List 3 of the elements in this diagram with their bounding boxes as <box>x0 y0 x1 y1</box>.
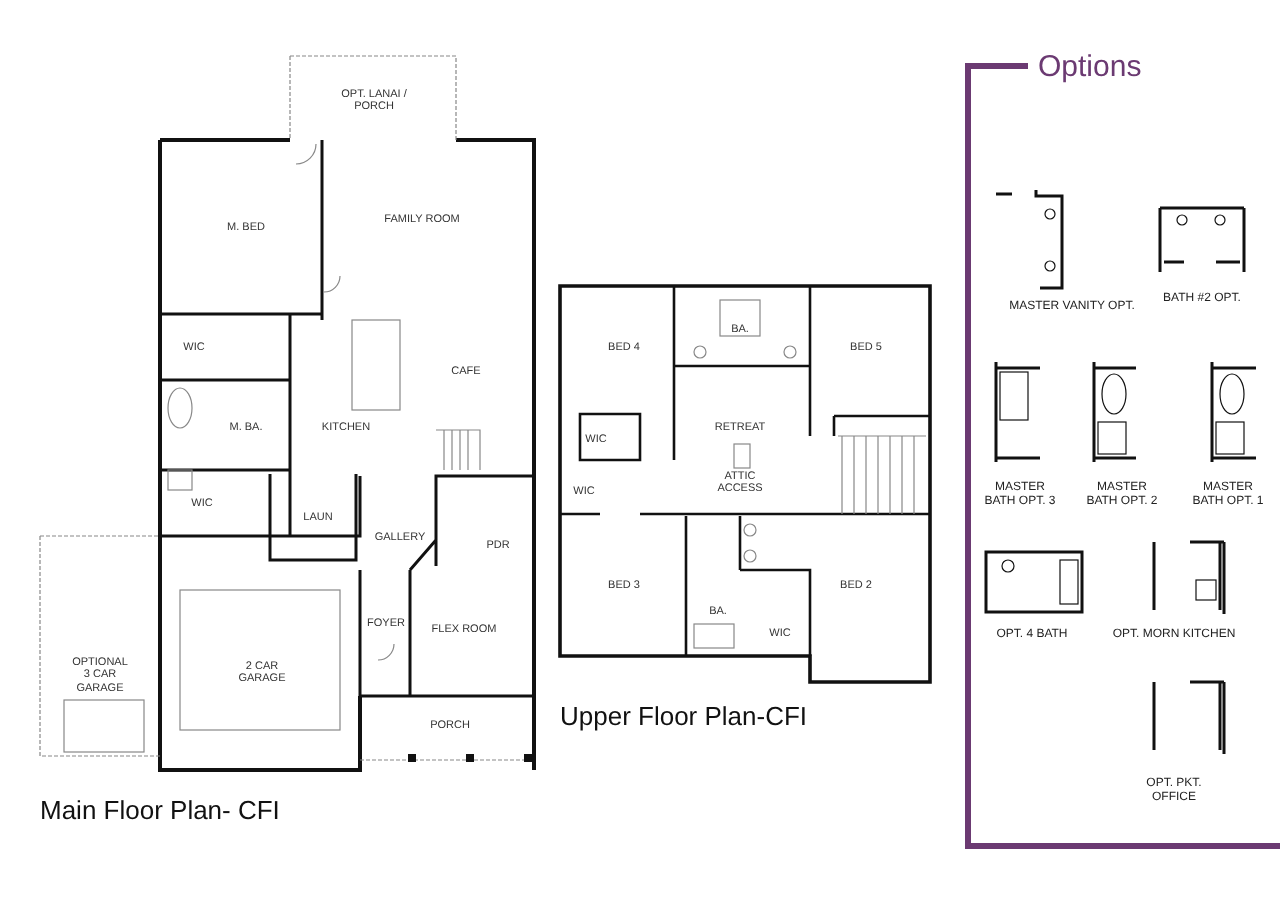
panel-heading: Options <box>1038 50 1142 84</box>
plan-title: Upper Floor Plan-CFI <box>560 703 808 733</box>
plan-title: Main Floor Plan- CFI <box>40 797 280 827</box>
